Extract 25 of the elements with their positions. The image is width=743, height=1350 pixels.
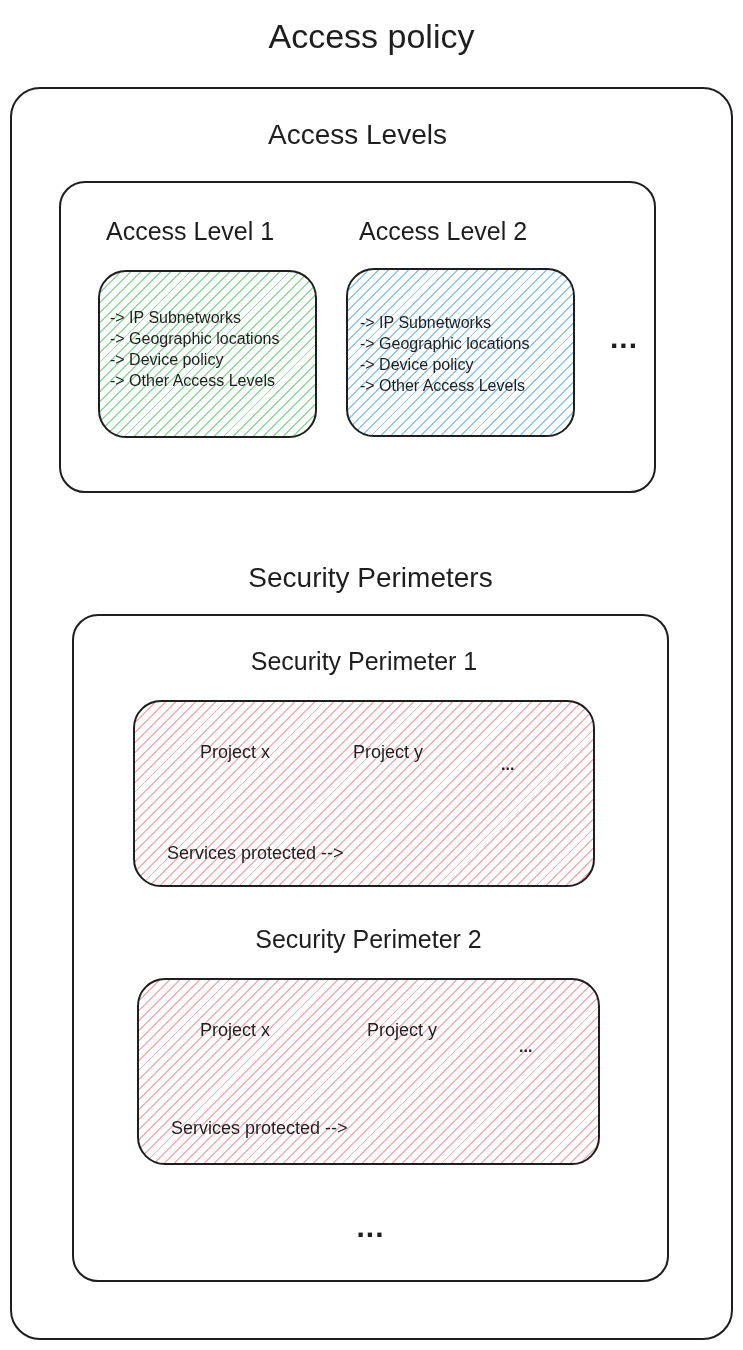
project-label: Project x (200, 742, 271, 763)
list-item-text: -> Geographic locations (110, 330, 280, 349)
card-heading: Security Perimeter 1 (250, 647, 478, 676)
project-label: Project y (353, 742, 424, 763)
list-item-text: -> Other Access Levels (360, 377, 525, 396)
list-item-text: -> IP Subnetworks (360, 314, 491, 333)
list-item-text: -> IP Subnetworks (110, 309, 241, 328)
section-heading: Security Perimeters (248, 562, 493, 595)
project-label: Project y (367, 1020, 438, 1041)
card-heading: Security Perimeter 2 (255, 925, 482, 954)
ellipsis-text: ... (519, 1038, 533, 1057)
ellipsis-text: ... (610, 321, 638, 356)
section-heading: Access Levels (268, 119, 447, 152)
project-label: Project x (200, 1020, 271, 1041)
ellipsis-text: ... (501, 756, 515, 775)
list-item-text: -> Device policy (360, 356, 474, 375)
card-heading: Access Level 2 (359, 217, 528, 246)
card-heading: Access Level 1 (106, 217, 275, 246)
services-label: Services protected --> (171, 1118, 348, 1139)
services-label: Services protected --> (167, 843, 344, 864)
ellipsis-text: ... (356, 1210, 385, 1245)
section-heading: Access policy (268, 17, 475, 57)
list-item-text: -> Other Access Levels (110, 372, 275, 391)
list-item-text: -> Device policy (110, 351, 224, 370)
list-item-text: -> Geographic locations (360, 335, 530, 354)
